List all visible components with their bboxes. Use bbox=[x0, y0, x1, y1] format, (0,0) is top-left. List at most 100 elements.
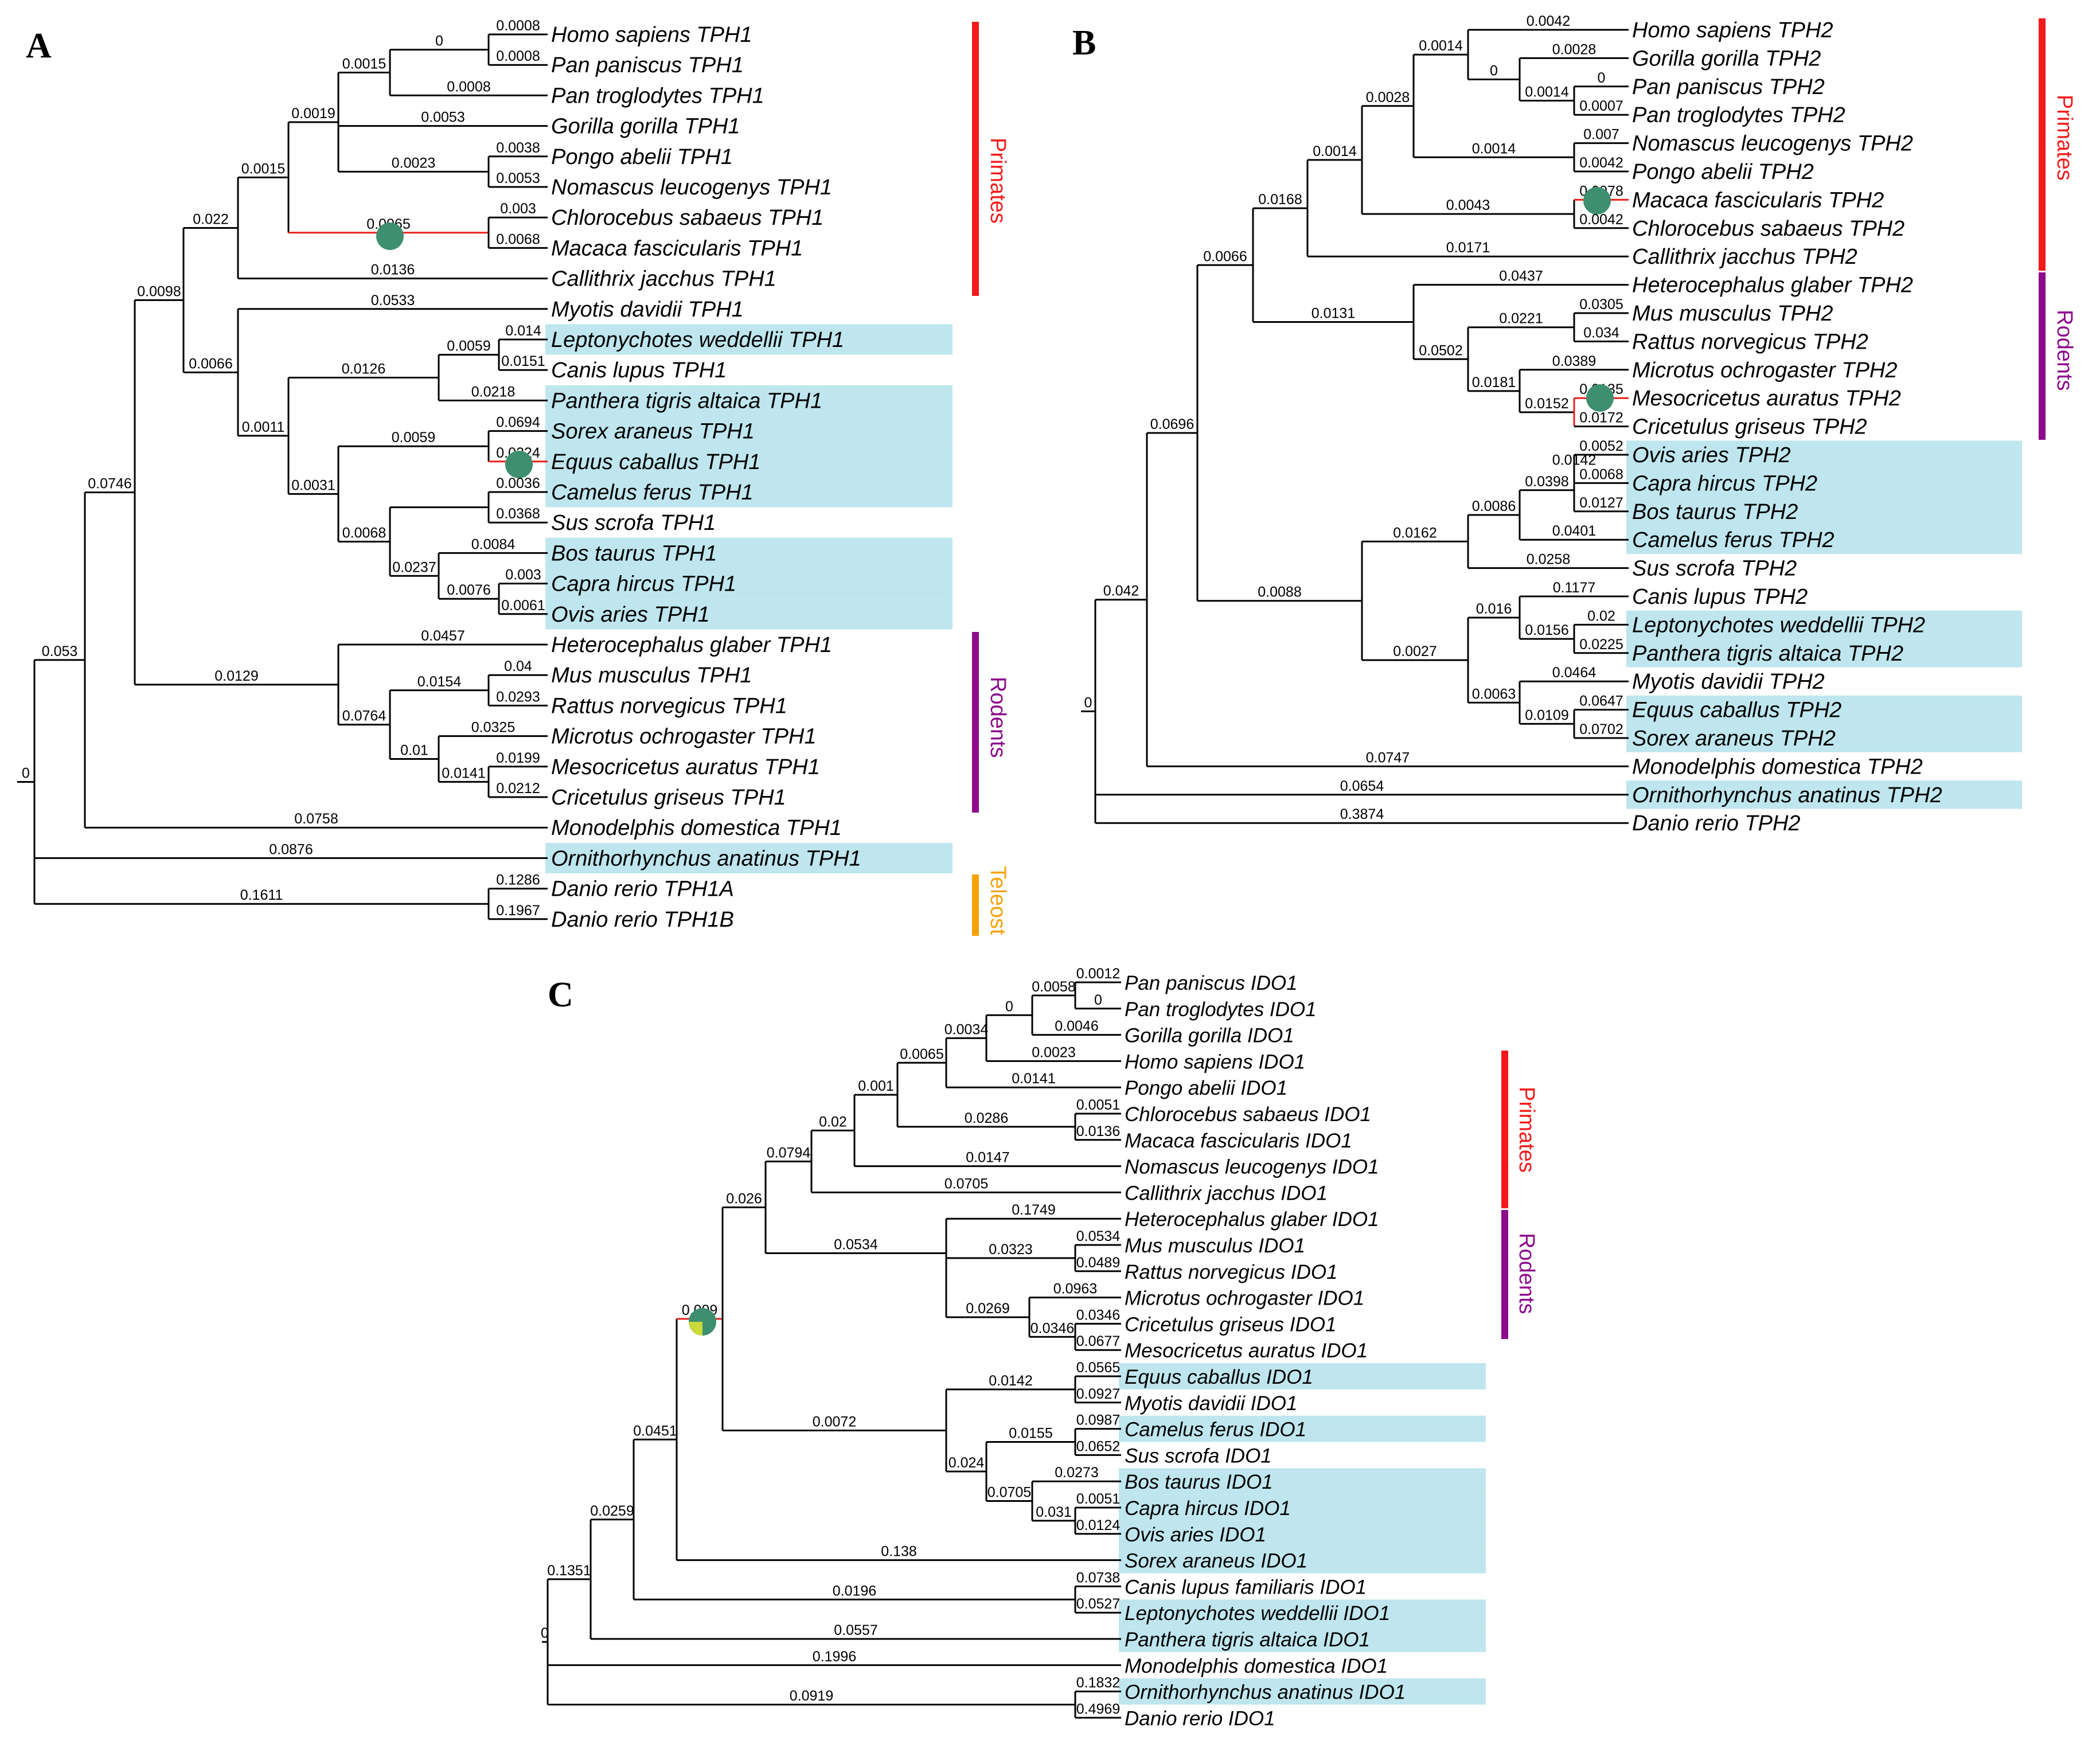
branch-length-label: 0.0109 bbox=[1525, 707, 1568, 723]
tip-label: Heterocephalus glaber TPH2 bbox=[1632, 274, 1913, 298]
branch-length-label: 0.02 bbox=[1587, 608, 1615, 624]
tip-label: Cricetulus griseus TPH2 bbox=[1632, 415, 1867, 439]
branch-length-label: 0.0738 bbox=[1076, 1570, 1120, 1586]
primates-bar-b bbox=[2039, 18, 2046, 271]
branch-length-label: 0.0502 bbox=[1419, 342, 1462, 358]
branch-length-label: 0 bbox=[435, 33, 443, 49]
branch-length-label: 0.0076 bbox=[447, 582, 490, 598]
branch-length-label: 0.0323 bbox=[989, 1242, 1032, 1258]
branch-length-label: 0.0023 bbox=[392, 155, 435, 171]
branch-length-label: 0.0053 bbox=[421, 110, 465, 126]
tip-highlight bbox=[545, 599, 953, 630]
tip-label: Equus caballus TPH1 bbox=[551, 450, 760, 474]
tip-label: Mus musculus TPH2 bbox=[1632, 302, 1833, 326]
branch-length-label: 0.0036 bbox=[496, 475, 540, 491]
group-label-rodents-c: Rodents bbox=[1515, 1233, 1539, 1314]
panel-label-a: A bbox=[26, 26, 52, 65]
branch-length-label: 0.0286 bbox=[965, 1110, 1008, 1126]
branch-length-label: 0.0129 bbox=[214, 668, 258, 684]
branch-length-label: 0.0694 bbox=[496, 415, 540, 431]
tip-label: Heterocephalus glaber TPH1 bbox=[551, 633, 832, 657]
branch-length-label: 0.0012 bbox=[1076, 966, 1120, 982]
branch-length-label: 0.0042 bbox=[1527, 13, 1570, 29]
branch-length-label: 0.0171 bbox=[1446, 240, 1490, 256]
group-bar-rodents-a: Rodents bbox=[972, 632, 1010, 813]
tip-label: Sus scrofa TPH1 bbox=[551, 511, 716, 535]
branch-length-label: 0 bbox=[1490, 63, 1498, 79]
branch-length-label: 0.0702 bbox=[1579, 721, 1623, 737]
branch-length-label: 0.0747 bbox=[1366, 750, 1410, 766]
branch-length-label: 0.0098 bbox=[137, 283, 181, 299]
branch-length-label: 0.0758 bbox=[294, 811, 338, 827]
branch-length-label: 0.0269 bbox=[966, 1301, 1009, 1317]
tip-label: Mus musculus TPH1 bbox=[551, 663, 752, 688]
tip-label: Sorex araneus TPH2 bbox=[1632, 727, 1836, 751]
branch-length-label: 0.0042 bbox=[1579, 212, 1623, 228]
tip-label: Pan troglodytes TPH1 bbox=[551, 84, 764, 108]
branch-length-label: 0.0162 bbox=[1393, 525, 1437, 541]
tip-label: Microtus ochrogaster TPH1 bbox=[551, 725, 817, 749]
branch-length-label: 0.001 bbox=[858, 1078, 894, 1094]
group-label-rodents-b: Rodents bbox=[2052, 310, 2076, 391]
branch-length-label: 0.0014 bbox=[1525, 84, 1569, 100]
branch-length-label: 0.0221 bbox=[1499, 311, 1543, 327]
branch-length-label: 0.0028 bbox=[1552, 41, 1596, 57]
tip-label: Nomascus leucogenys TPH1 bbox=[551, 175, 832, 200]
branch-length-label: 0.0746 bbox=[88, 476, 131, 492]
branch-length-label: 0.0053 bbox=[496, 170, 540, 186]
tip-label: Myotis davidii TPH2 bbox=[1632, 670, 1825, 694]
tip-label: Homo sapiens TPH2 bbox=[1632, 18, 1833, 42]
selection-node-marker bbox=[505, 451, 533, 478]
branch-length-label: 0.024 bbox=[948, 1455, 985, 1471]
tip-highlight bbox=[1119, 1468, 1486, 1495]
branch-length-label: 0.0068 bbox=[342, 525, 386, 541]
selection-node-marker bbox=[376, 222, 404, 250]
tree-panel-c: 00.13510.02590.04510.0090.0260.07940.020… bbox=[541, 966, 1486, 1730]
group-bar-primates-b: Primates bbox=[2039, 18, 2076, 271]
branch-length-label: 0.0927 bbox=[1076, 1386, 1120, 1402]
branch-length-label: 0.0451 bbox=[633, 1423, 677, 1439]
tip-label: Pongo abelii TPH2 bbox=[1632, 160, 1814, 184]
branch-length-label: 0.0389 bbox=[1552, 353, 1596, 369]
tip-label: Pan paniscus TPH1 bbox=[551, 53, 744, 77]
group-bar-rodents-c: Rodents bbox=[1501, 1210, 1539, 1339]
branch-length-label: 0.0072 bbox=[813, 1414, 856, 1430]
tip-label: Pan troglodytes TPH2 bbox=[1632, 103, 1845, 127]
branch-length-label: 0.0155 bbox=[1009, 1426, 1052, 1442]
branch-length-label: 0.0677 bbox=[1076, 1333, 1120, 1349]
branch-length-label: 0.0152 bbox=[1525, 396, 1568, 412]
tip-highlight bbox=[1626, 525, 2022, 554]
tip-highlight bbox=[1626, 639, 2022, 667]
group-bar-rodents-b: Rodents bbox=[2039, 272, 2076, 440]
tip-label: Panthera tigris altaica TPH1 bbox=[551, 389, 822, 413]
tip-highlight bbox=[1119, 1547, 1486, 1574]
teleost-bar-a bbox=[972, 875, 979, 936]
tip-label: Ovis aries IDO1 bbox=[1125, 1524, 1266, 1546]
branch-length-label: 0.0293 bbox=[496, 689, 540, 705]
tip-highlight bbox=[1626, 724, 2022, 752]
branch-length-label: 0 bbox=[1005, 998, 1013, 1014]
branch-length-label: 0.003 bbox=[505, 567, 541, 583]
tip-label: Chlorocebus sabaeus IDO1 bbox=[1125, 1103, 1371, 1126]
primates-bar-a bbox=[972, 22, 979, 296]
tip-label: Macaca fascicularis TPH1 bbox=[551, 236, 803, 260]
group-label-primates-c: Primates bbox=[1515, 1087, 1539, 1173]
tip-highlight bbox=[1626, 610, 2022, 639]
panel-label-b: B bbox=[1072, 24, 1096, 63]
group-label-teleost-a: Teleost bbox=[986, 866, 1010, 935]
tip-label: Nomascus leucogenys IDO1 bbox=[1125, 1156, 1379, 1178]
tip-label: Canis lupus TPH2 bbox=[1632, 585, 1808, 609]
branch-length-label: 0.0141 bbox=[1012, 1071, 1055, 1087]
tip-highlight bbox=[545, 537, 953, 568]
branch-length-label: 0.034 bbox=[1583, 325, 1619, 341]
branch-length-label: 0 bbox=[22, 766, 30, 782]
tip-label: Ornithorhynchus anatinus TPH1 bbox=[551, 846, 861, 870]
tip-label: Sorex araneus IDO1 bbox=[1125, 1550, 1307, 1572]
tip-label: Gorilla gorilla TPH2 bbox=[1632, 46, 1821, 71]
branch-length-label: 0.1996 bbox=[813, 1649, 856, 1665]
tip-label: Equus caballus IDO1 bbox=[1125, 1366, 1313, 1388]
branch-length-label: 0.0533 bbox=[371, 292, 415, 309]
tip-label: Rattus norvegicus TPH1 bbox=[551, 694, 787, 718]
tip-label: Cricetulus griseus IDO1 bbox=[1125, 1313, 1337, 1336]
group-bar-primates-c: Primates bbox=[1501, 1051, 1539, 1208]
